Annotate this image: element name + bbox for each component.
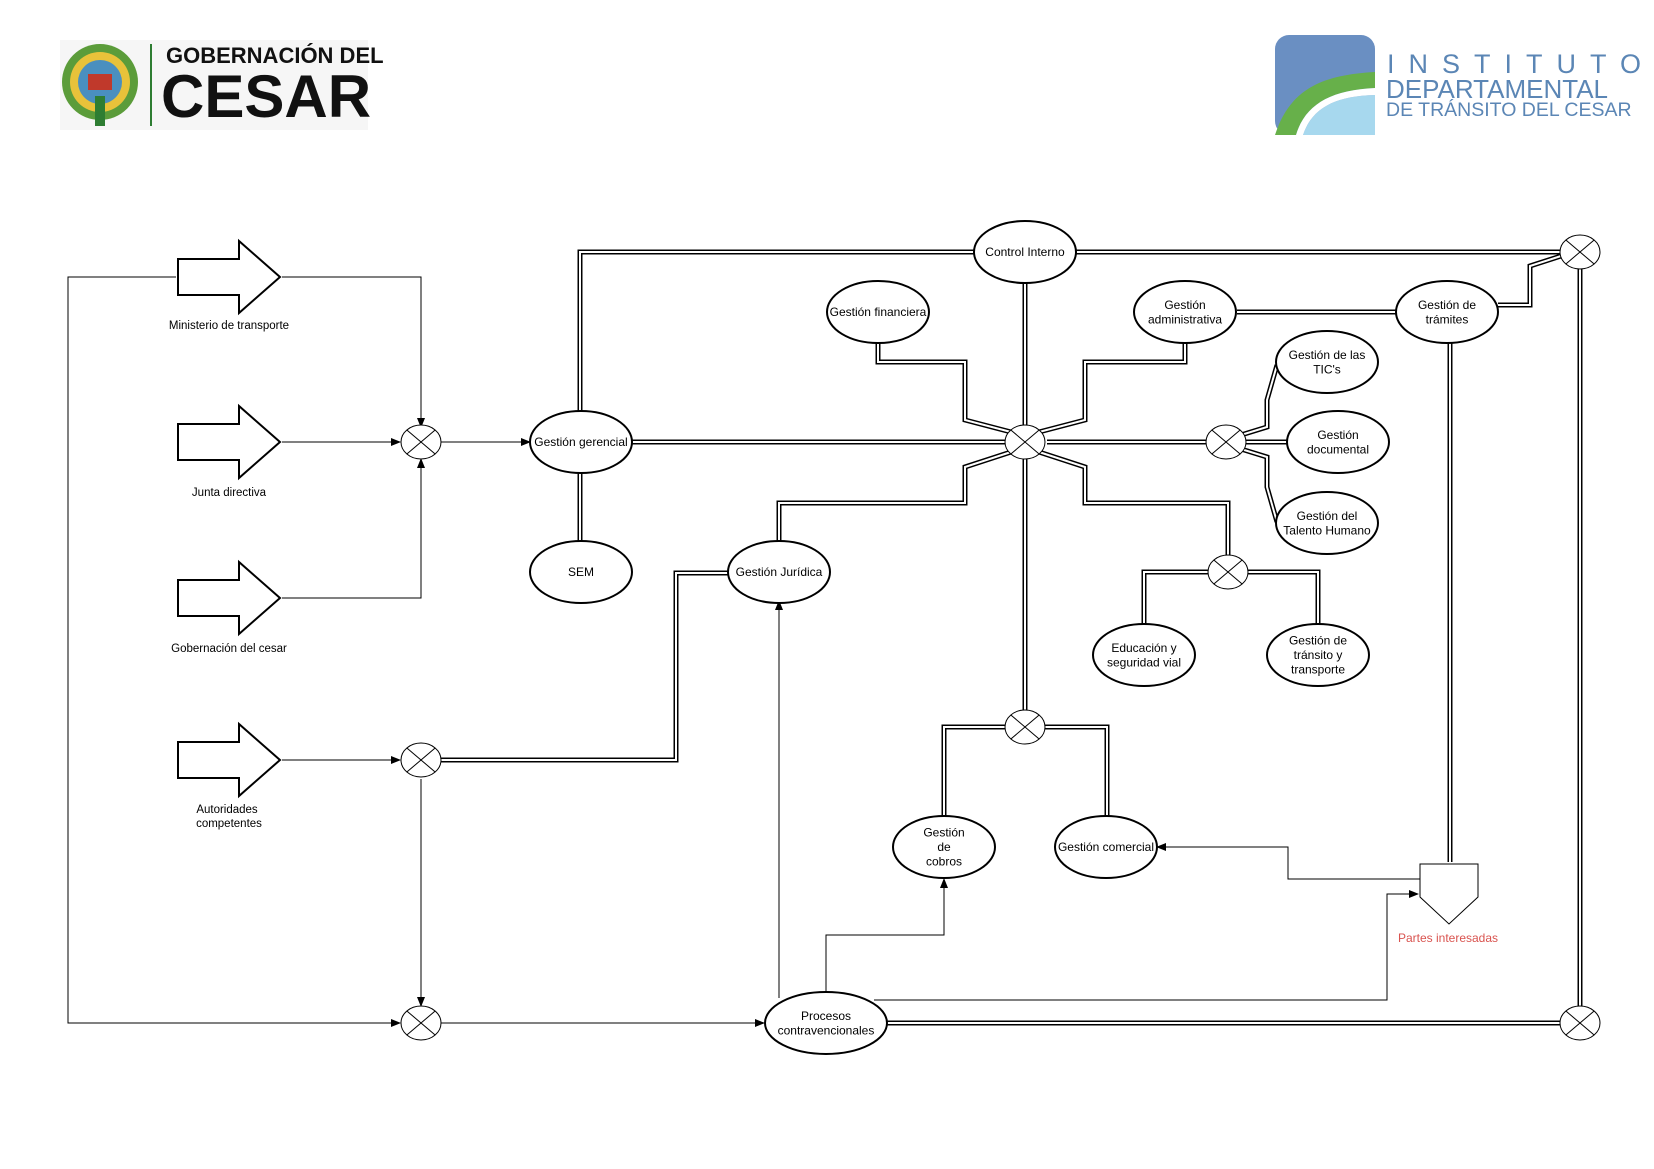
junction-support xyxy=(1205,424,1247,460)
node-gestion-tramites-label: Gestión de xyxy=(1418,298,1476,312)
edge-gobernacion-merge xyxy=(282,458,425,599)
node-gestion-documental-label: documental xyxy=(1307,442,1369,456)
double-connectors-inner xyxy=(441,251,1581,1024)
node-gestion-cobros-shape xyxy=(892,815,996,879)
ministerio-arrow-shape xyxy=(177,238,282,316)
node-procesos-shape xyxy=(764,991,888,1055)
autoridades-label-line1: Autoridades xyxy=(196,804,258,816)
instituto-logo: INSTITUTO DEPARTAMENTAL DE TRÁNSITO DEL … xyxy=(1275,35,1654,135)
node-gestion-administrativa-label: Gestión xyxy=(1164,298,1205,312)
node-gestion-comercial: Gestión comercial xyxy=(1054,815,1158,879)
gobernacion-logo-line2: CESAR xyxy=(161,63,371,130)
edge-ministerio-loop xyxy=(67,276,401,1027)
gobernacion-logo: GOBERNACIÓN DEL CESAR xyxy=(60,40,384,130)
junction-central xyxy=(1004,424,1046,460)
node-gestion-financiera: Gestión financiera xyxy=(826,280,930,344)
junction-top-right xyxy=(1559,234,1601,270)
partes-interesadas-label: Partes interesadas xyxy=(1398,931,1498,945)
node-gestion-administrativa-shape xyxy=(1133,280,1237,344)
node-gestion-cobros-label: cobros xyxy=(926,855,962,869)
edge-ministerio-merge xyxy=(282,276,425,428)
junction-cobros-comercial xyxy=(1004,709,1046,745)
edge-procesos-cobros xyxy=(825,878,948,994)
node-educacion-label: Educación y xyxy=(1111,641,1176,655)
node-gestion-documental-label: Gestión xyxy=(1317,428,1358,442)
node-gestion-juridica-label: Gestión Jurídica xyxy=(736,565,823,579)
node-gestion-juridica: Gestión Jurídica xyxy=(727,540,831,604)
node-sem-label: SEM xyxy=(568,565,594,579)
node-gestion-comercial-shape xyxy=(1054,815,1158,879)
node-gestion-gerencial-shape xyxy=(529,410,633,474)
junta-label: Junta directiva xyxy=(192,487,267,499)
partes-interesadas: Partes interesadas xyxy=(1398,863,1498,945)
gobernacion-arrow-shape xyxy=(177,559,282,637)
node-gestion-talento-label: Gestión del xyxy=(1297,509,1358,523)
node-gestion-talento-label: Talento Humano xyxy=(1283,523,1371,537)
node-gestion-comercial-label: Gestión comercial xyxy=(1058,840,1154,854)
coat-of-arms-icon xyxy=(62,44,138,126)
node-gestion-tics-label: TIC's xyxy=(1313,362,1341,376)
node-gestion-cobros-label: de xyxy=(937,840,951,854)
node-sem: SEM xyxy=(529,540,633,604)
partes-interesadas-shape xyxy=(1419,863,1479,925)
node-gestion-tramites-shape xyxy=(1395,280,1499,344)
double-connectors-outer xyxy=(441,249,1583,1026)
autoridades-label-line2: competentes xyxy=(196,818,262,830)
node-educacion-shape xyxy=(1092,623,1196,687)
junction-procesos-merge xyxy=(400,1005,442,1041)
node-gestion-transito-label: tránsito y xyxy=(1294,648,1343,662)
instituto-logo-line3: DE TRÁNSITO DEL CESAR xyxy=(1386,98,1632,121)
junctions xyxy=(400,234,1601,1041)
gobernacion-logo-line1: GOBERNACIÓN DEL xyxy=(166,43,384,68)
node-control-interno: Control Interno xyxy=(973,220,1077,284)
edge-procesos-partes xyxy=(874,890,1419,1001)
node-gestion-tics-label: Gestión de las xyxy=(1289,348,1366,362)
junction-bottom-right xyxy=(1559,1005,1601,1041)
instituto-logo-line1: INSTITUTO xyxy=(1387,49,1654,79)
instituto-logo-line2: DEPARTAMENTAL xyxy=(1386,74,1608,104)
node-control-interno-label: Control Interno xyxy=(985,245,1065,259)
node-educacion-label: seguridad vial xyxy=(1107,655,1181,669)
node-sem-shape xyxy=(529,540,633,604)
autoridades-arrow-shape xyxy=(177,721,282,799)
node-control-interno-shape xyxy=(973,220,1077,284)
node-procesos-label: Procesos xyxy=(801,1009,851,1023)
edge-partes-comercial xyxy=(1156,843,1420,880)
node-gestion-gerencial: Gestión gerencial xyxy=(529,410,633,474)
node-gestion-tics-shape xyxy=(1275,330,1379,394)
node-gestion-cobros-label: Gestión xyxy=(923,826,964,840)
ministerio-label: Ministerio de transporte xyxy=(169,320,289,332)
node-gestion-documental-shape xyxy=(1286,410,1390,474)
external-actors xyxy=(177,238,282,799)
node-gestion-administrativa-label: administrativa xyxy=(1148,312,1222,326)
gobernacion-label: Gobernación del cesar xyxy=(171,643,287,655)
junction-transito xyxy=(1207,554,1249,590)
junction-autoridades xyxy=(400,742,442,778)
node-gestion-talento-shape xyxy=(1275,491,1379,555)
node-gestion-transito-label: Gestión de xyxy=(1289,634,1347,648)
node-gestion-gerencial-label: Gestión gerencial xyxy=(534,435,627,449)
node-gestion-financiera-shape xyxy=(826,280,930,344)
node-gestion-transito-shape xyxy=(1266,623,1370,687)
node-gestion-transito-label: transporte xyxy=(1291,663,1345,677)
junta-arrow-shape xyxy=(177,403,282,481)
single-connectors xyxy=(67,276,1420,1027)
node-procesos-label: contravencionales xyxy=(778,1023,875,1037)
road-logo-icon xyxy=(1275,35,1375,135)
node-gestion-tramites-label: trámites xyxy=(1426,312,1469,326)
node-gestion-financiera-label: Gestión financiera xyxy=(830,305,927,319)
junction-external-merge xyxy=(400,424,442,460)
node-gestion-juridica-shape xyxy=(727,540,831,604)
